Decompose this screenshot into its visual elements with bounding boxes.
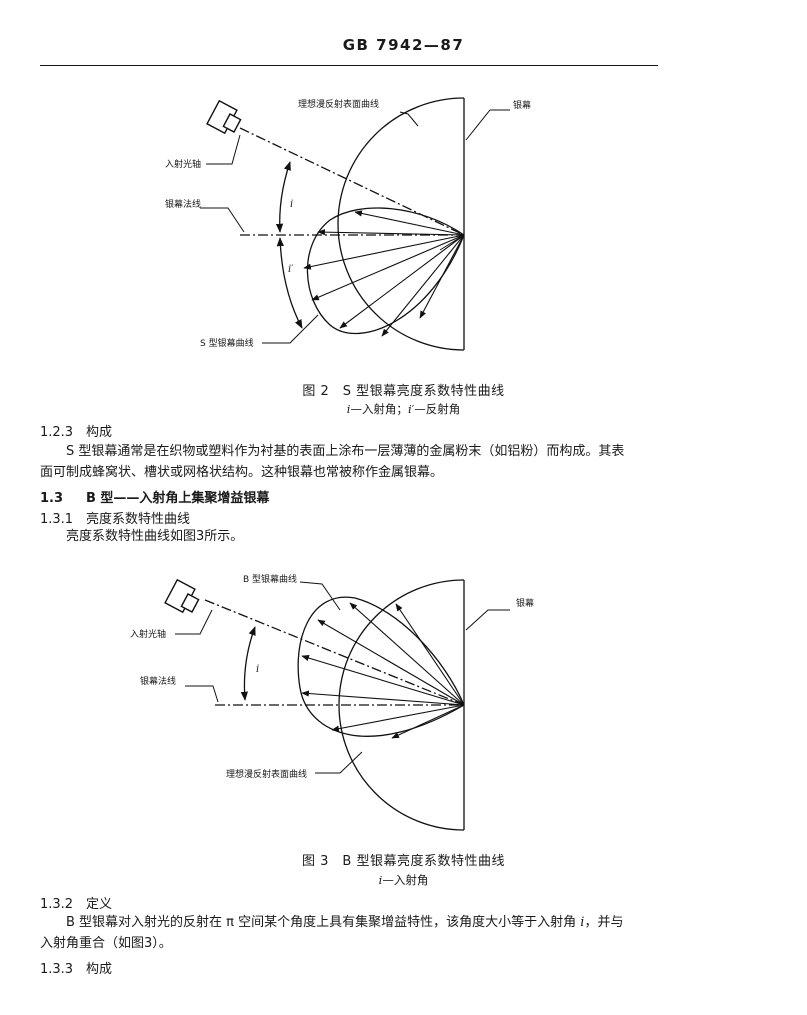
section-number: 1.2.3 <box>40 425 74 440</box>
leader-screen <box>465 109 510 141</box>
ideal-diffuse-curve <box>338 579 465 831</box>
s-screen-curve <box>306 207 465 335</box>
incident-axis-line <box>204 599 465 706</box>
section-title: 构成 <box>86 425 113 440</box>
section-title: B 型——入射角上集聚增益银幕 <box>86 491 270 506</box>
figure-2-diagram: 理想漫反射表面曲线 银幕 入射光轴 银幕法线 S 型银幕曲线 i i′ <box>165 97 531 351</box>
leader-screen <box>465 609 510 631</box>
section-number: 1.3.2 <box>40 897 74 912</box>
leader-s-curve <box>262 314 319 344</box>
reflection-rays <box>303 210 465 337</box>
leader-ideal-curve <box>315 751 363 774</box>
leader-b-curve <box>299 581 341 611</box>
label-screen: 银幕 <box>516 597 534 609</box>
definition-text-a: B 型银幕对入射光的反射在 π 空间某个角度上具有集聚增益特性，该角度大小等于入… <box>66 915 581 930</box>
section-1-3-2-heading: 1.3.2 定义 <box>40 893 112 912</box>
reflection-rays <box>301 602 465 739</box>
paragraph-line: B 型银幕对入射光的反射在 π 空间某个角度上具有集聚增益特性，该角度大小等于入… <box>40 912 668 933</box>
projector-icon <box>164 578 200 614</box>
section-1-2-3-body: S 型银幕通常是在织物或塑料作为衬基的表面上涂布一层薄薄的金属粉末（如铝粉）而构… <box>40 441 668 483</box>
leader-ideal-curve <box>399 111 419 127</box>
label-incident-axis: 入射光轴 <box>130 628 166 640</box>
sym-i: i <box>580 915 585 930</box>
leader-incident-axis <box>175 609 213 635</box>
paragraph-line: 亮度系数特性曲线如图3所示。 <box>66 529 244 544</box>
figure-2-subcaption: i—入射角；i′—反射角 <box>0 401 807 417</box>
label-angle-i: i <box>290 199 293 210</box>
paragraph-line: S 型银幕通常是在织物或塑料作为衬基的表面上涂布一层薄薄的金属粉末（如铝粉）而构… <box>66 444 625 459</box>
figure-3-diagram: B 型银幕曲线 银幕 入射光轴 银幕法线 i 理想漫反射表面曲线 <box>130 573 534 831</box>
section-1-3-2-body: B 型银幕对入射光的反射在 π 空间某个角度上具有集聚增益特性，该角度大小等于入… <box>40 912 668 954</box>
leader-normal <box>185 685 219 703</box>
label-angle-i: i <box>256 664 259 675</box>
ideal-diffuse-curve <box>337 97 465 351</box>
section-number: 1.3.3 <box>40 962 74 977</box>
section-title: 亮度系数特性曲线 <box>86 512 191 527</box>
label-b-curve: B 型银幕曲线 <box>243 573 297 585</box>
b-screen-curve <box>297 596 465 737</box>
leader-incident-axis <box>206 134 241 165</box>
label-angle-i-prime: i′ <box>288 264 294 275</box>
section-title: 定义 <box>86 897 113 912</box>
label-s-curve: S 型银幕曲线 <box>200 337 254 349</box>
angle-arc-i <box>275 161 291 233</box>
definition-text-b: ，并与 <box>584 915 624 930</box>
paragraph-line: 入射角重合（如图3）。 <box>40 936 172 951</box>
sym-i: i <box>378 873 383 887</box>
paragraph-line: 面可制成蜂窝状、槽状或网格状结构。这种银幕也常被称作金属银幕。 <box>40 465 444 480</box>
label-screen: 银幕 <box>513 99 531 111</box>
label-incident-axis: 入射光轴 <box>165 158 201 170</box>
section-number: 1.3 <box>40 491 64 506</box>
angle-arc-i-prime <box>276 237 303 329</box>
sym-i-prime: i′ <box>407 402 415 416</box>
figure-3-subcaption: i—入射角 <box>0 872 807 888</box>
label-normal: 银幕法线 <box>165 198 201 210</box>
section-1-3-1-heading: 1.3.1 亮度系数特性曲线 <box>40 508 190 527</box>
label-ideal-curve: 理想漫反射表面曲线 <box>226 768 307 780</box>
incident-axis-line <box>239 127 465 236</box>
standard-code: GB 7942—87 <box>342 36 465 54</box>
section-number: 1.3.1 <box>40 512 74 527</box>
section-title: 构成 <box>86 962 113 977</box>
figure-3-caption: 图 3 B 型银幕亮度系数特性曲线 <box>302 854 505 869</box>
projector-icon <box>206 99 242 135</box>
header-divider <box>40 65 658 66</box>
label-normal: 银幕法线 <box>140 675 176 687</box>
section-1-3-3-heading: 1.3.3 构成 <box>40 958 112 977</box>
section-1-3-heading: 1.3 B 型——入射角上集聚增益银幕 <box>40 487 269 506</box>
leader-normal <box>200 207 245 233</box>
text-incident-angle: —入射角 <box>382 873 429 887</box>
label-ideal-curve: 理想漫反射表面曲线 <box>298 98 379 110</box>
text-incident-angle: —入射角； <box>350 402 408 416</box>
angle-arc-i <box>240 626 256 701</box>
section-1-2-3-heading: 1.2.3 构成 <box>40 421 112 440</box>
section-1-3-1-body: 亮度系数特性曲线如图3所示。 <box>40 526 668 547</box>
text-reflection-angle: —反射角 <box>414 402 461 416</box>
sym-i: i <box>346 402 351 416</box>
figure-2-caption: 图 2 S 型银幕亮度系数特性曲线 <box>302 384 505 399</box>
